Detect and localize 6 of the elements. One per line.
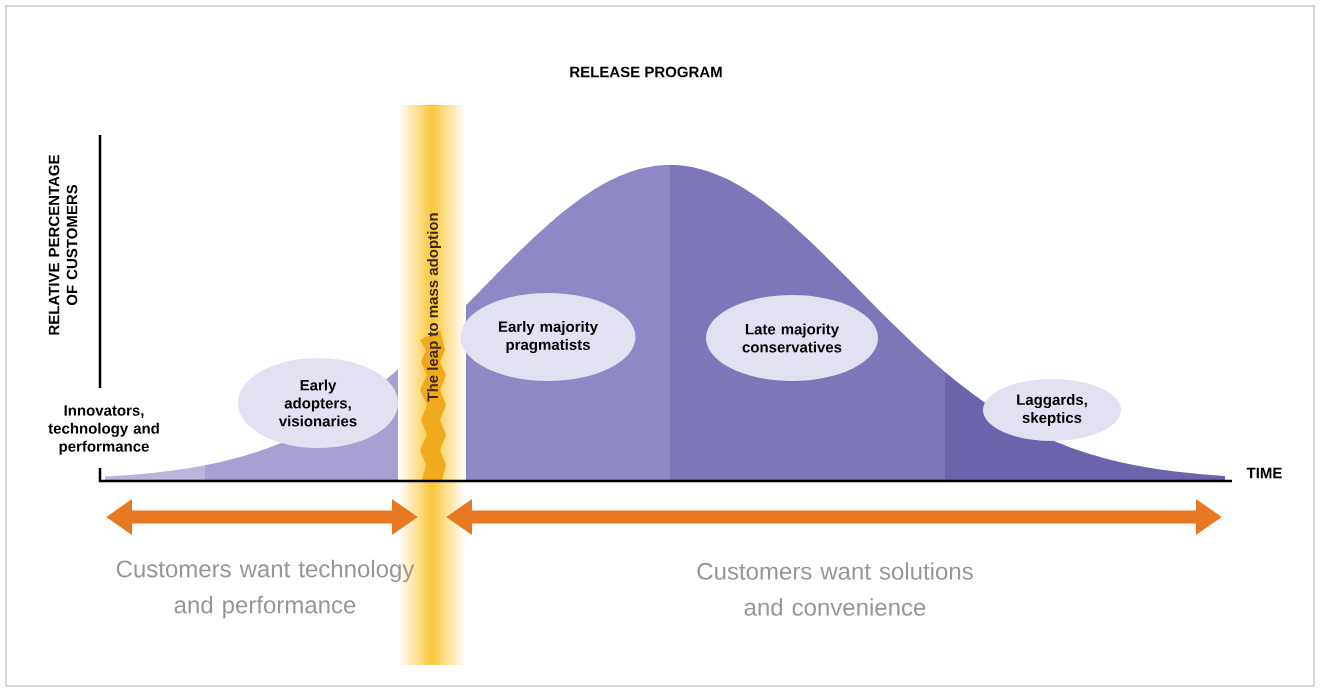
group-label: Innovators, technology and performance: [48, 405, 159, 455]
caption-text: Customers want solutions and convenience: [697, 562, 973, 616]
axis-label: RELATIVE PERCENTAGE OF CUSTOMERS: [48, 155, 78, 335]
axis-label: TIME: [1246, 467, 1282, 479]
title: RELEASE PROGRAM: [570, 66, 722, 78]
band-label: The leap to mass adoption: [427, 213, 441, 402]
